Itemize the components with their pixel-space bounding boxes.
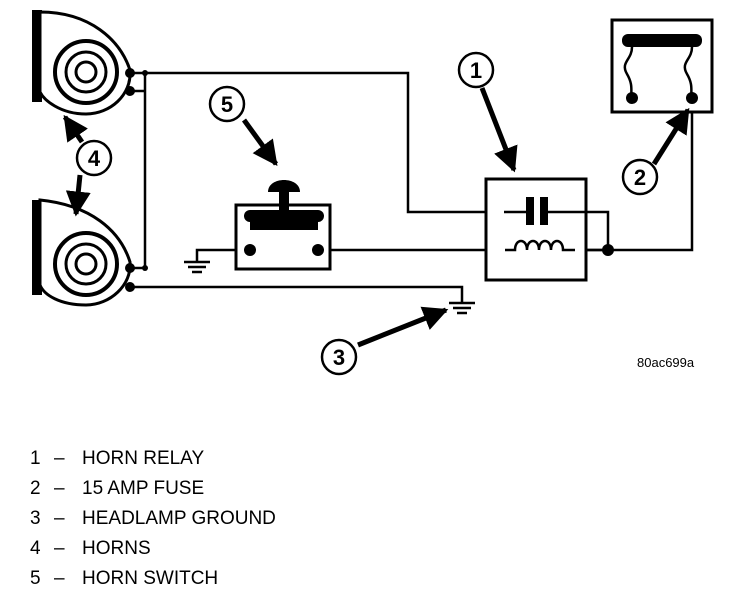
legend-text: HORN SWITCH	[82, 568, 219, 589]
callout-5: 5	[208, 85, 279, 167]
horn-ground-wire	[130, 285, 464, 303]
horn-circuit-diagram: 1 2 3 4 5 80ac699a	[32, 10, 714, 376]
legend-item: 1–HORN RELAY	[30, 447, 276, 477]
horn-relay	[484, 177, 608, 282]
legend-number: 1	[30, 448, 41, 469]
fuse-feed-wire	[608, 98, 694, 252]
legend: 1–HORN RELAY 2–15 AMP FUSE 3–HEADLAMP GR…	[30, 447, 276, 597]
legend-item: 5–HORN SWITCH	[30, 567, 276, 597]
callout-5-label: 5	[221, 92, 233, 117]
figure-code: 80ac699a	[637, 355, 695, 370]
legend-text: 15 AMP FUSE	[82, 478, 205, 499]
callout-1: 1	[457, 51, 518, 173]
legend-dash: –	[54, 508, 65, 529]
callout-2-label: 2	[634, 165, 646, 190]
upper-horn	[32, 10, 135, 116]
callout-4: 4	[62, 114, 113, 217]
headlamp-ground-symbol	[449, 301, 475, 315]
legend-item: 3–HEADLAMP GROUND	[30, 507, 276, 537]
junction-dots	[142, 70, 614, 271]
horn-switch	[234, 180, 332, 271]
legend-item: 4–HORNS	[30, 537, 276, 567]
callout-4-label: 4	[88, 146, 101, 171]
callout-1-label: 1	[470, 58, 482, 83]
legend-number: 5	[30, 568, 41, 589]
legend-text: HORN RELAY	[82, 448, 205, 469]
legend-dash: –	[54, 568, 65, 589]
legend-item: 2–15 AMP FUSE	[30, 477, 276, 507]
fuse	[610, 18, 714, 114]
switch-ground-wire	[195, 248, 248, 262]
callout-2: 2	[621, 107, 691, 196]
callout-3-label: 3	[333, 345, 345, 370]
legend-text: HEADLAMP GROUND	[82, 508, 276, 529]
legend-text: HORNS	[82, 538, 151, 559]
legend-number: 2	[30, 478, 41, 499]
legend-number: 3	[30, 508, 41, 529]
horn-feed-wire	[130, 71, 522, 214]
switch-ground-symbol	[184, 260, 210, 274]
legend-number: 4	[30, 538, 41, 559]
callout-3: 3	[320, 306, 449, 376]
legend-dash: –	[54, 538, 65, 559]
lower-horn	[32, 198, 135, 307]
legend-dash: –	[54, 448, 65, 469]
legend-dash: –	[54, 478, 65, 499]
